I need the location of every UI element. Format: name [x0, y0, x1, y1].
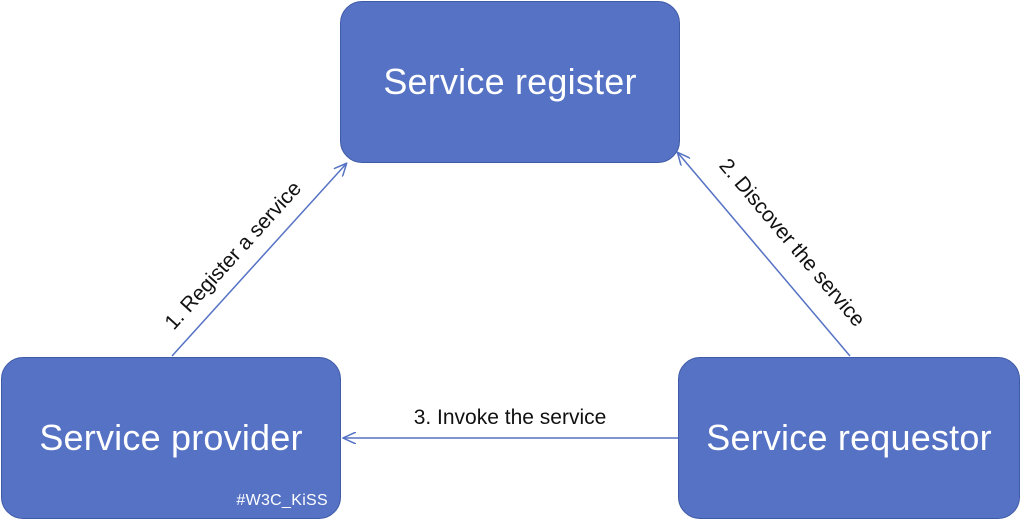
edge-discover-service-label: 2. Discover the service — [714, 154, 869, 331]
service-register-label: Service register — [383, 61, 637, 102]
edge-invoke-service-label: 3. Invoke the service — [414, 406, 607, 429]
edge-register-service-label: 1. Register a service — [160, 177, 306, 334]
service-requestor-node: Service requestor — [678, 357, 1020, 519]
service-provider-label: Service provider — [39, 417, 303, 458]
edge-register-service-arrow — [171, 164, 346, 357]
service-register-node: Service register — [340, 1, 680, 163]
edge-discover-service-arrow — [678, 153, 851, 357]
service-provider-node: Service provider #W3C_KiSS — [1, 357, 341, 519]
watermark-tag: #W3C_KiSS — [236, 492, 328, 509]
service-requestor-label: Service requestor — [706, 417, 992, 458]
